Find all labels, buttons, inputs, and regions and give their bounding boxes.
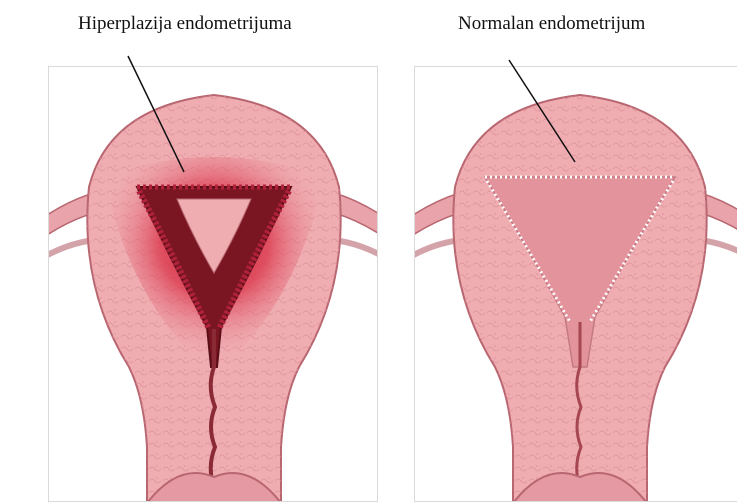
normal-endometrium-label: Normalan endometrijum [458,12,645,36]
hyperplasia-uterus-illustration [49,67,378,502]
normal-uterus-panel [414,66,737,502]
normal-uterus-illustration [415,67,737,502]
hyperplasia-label: Hiperplazija endometrijuma [78,12,292,36]
hyperplasia-uterus-panel [48,66,378,502]
